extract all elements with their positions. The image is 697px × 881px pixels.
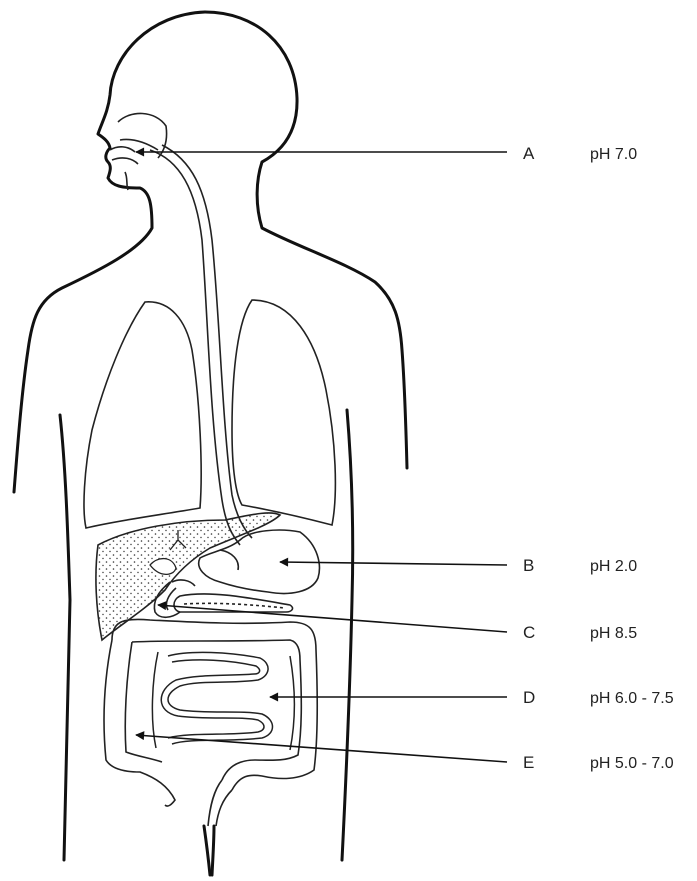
label-a: A	[523, 144, 535, 163]
pancreas	[174, 594, 293, 612]
ph-c: pH 8.5	[590, 625, 637, 642]
label-c: C	[523, 623, 535, 642]
label-e: E	[523, 753, 534, 772]
ph-a: pH 7.0	[590, 146, 637, 163]
left-lung	[84, 302, 201, 528]
ph-e: pH 5.0 - 7.0	[590, 755, 674, 772]
right-lung	[232, 300, 335, 525]
lungs	[84, 300, 335, 528]
leader-line-e	[136, 735, 507, 762]
ph-d: pH 6.0 - 7.5	[590, 690, 674, 707]
large-intestine	[104, 619, 317, 826]
small-intestine	[150, 650, 295, 752]
body-outline	[14, 12, 407, 875]
leader-line-c	[158, 605, 507, 632]
leader-lines	[136, 152, 507, 762]
ph-b: pH 2.0	[590, 558, 637, 575]
leader-line-b	[280, 562, 507, 565]
label-b: B	[523, 556, 534, 575]
label-d: D	[523, 688, 535, 707]
labels: A pH 7.0 B pH 2.0 C pH 8.5 D pH 6.0 - 7.…	[523, 144, 674, 772]
